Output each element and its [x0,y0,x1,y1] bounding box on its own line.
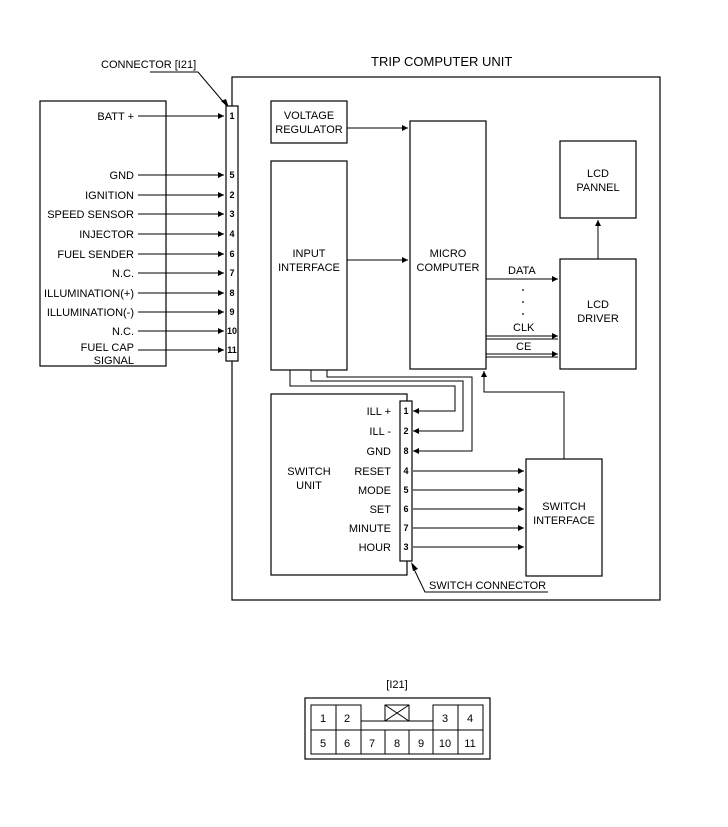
unit-title: TRIP COMPUTER UNIT [371,54,512,69]
signal-label: GND [110,170,135,182]
lcd-pannel-label: LCD [587,168,609,180]
pin-number: 4 [403,466,408,476]
pinout-pin: 1 [320,713,326,725]
voltage-regulator-block [270,100,348,144]
lcd-pannel-block [559,140,637,219]
pin-number: 4 [229,229,234,239]
voltage-regulator-label: VOLTAGE [284,110,334,122]
pin-number: 6 [403,504,408,514]
signal-label: N.C. [112,268,134,280]
switch-connector-leader [412,566,548,593]
signal-label: ILLUMINATION(-) [47,307,134,319]
switch-signal-lines [413,468,524,550]
pin-number: 6 [229,249,234,259]
pin-number: 1 [229,111,234,121]
left-signal-lines [138,113,224,353]
bus-label-ce: CE [516,341,531,353]
switch-interface-to-micro-line [481,371,565,459]
pin-number: 9 [229,307,234,317]
micro-computer-block [409,120,487,370]
bus-ellipsis [522,289,524,315]
switch-connector-pins: 1 2 8 4 5 6 7 3 [403,406,408,552]
bus-label-clk: CLK [513,322,535,334]
signal-label: ILLUMINATION(+) [44,288,134,300]
signal-label: FUEL CAP [81,342,134,354]
pinout-cell-dividers [335,705,459,754]
switch-interface-label: INTERFACE [533,515,595,527]
pinout-pin: 11 [464,738,475,750]
signal-label: N.C. [112,326,134,338]
pin-number: 5 [403,485,408,495]
signal-label: INJECTOR [79,229,134,241]
input-interface-label: INTERFACE [278,262,340,274]
pinout-inner-frame [310,704,484,755]
switch-signal-label: MODE [358,485,391,497]
lcd-driver-label: LCD [587,299,609,311]
pinout-title: [I21] [386,679,407,691]
signal-label: BATT + [97,111,134,123]
connector-label-leader [150,71,227,106]
pin-number: 5 [229,170,234,180]
switch-connector-label: SWITCH CONNECTOR [429,580,546,592]
connector-i21-strip [225,105,239,362]
pinout-pin: 10 [439,738,451,750]
pin-number: 3 [403,542,408,552]
signal-label: IGNITION [85,190,134,202]
micro-computer-label: COMPUTER [417,262,480,274]
pinout-pin: 6 [344,738,350,750]
switch-interface-label: SWITCH [542,501,585,513]
signal-label: SPEED SENSOR [47,209,134,221]
switch-signal-label: ILL + [367,406,391,418]
switch-signal-label: RESET [354,466,391,478]
switch-signal-label: SET [370,504,392,516]
lcd-pannel-label: PANNEL [576,182,619,194]
switch-signal-label: MINUTE [349,523,391,535]
pinout-pin: 8 [394,738,400,750]
pinout-bottom-numbers: 5 6 7 8 9 10 11 [320,738,476,750]
lcd-driver-label: DRIVER [577,313,619,325]
switch-signal-label: ILL - [369,426,391,438]
switch-signal-label: GND [367,446,392,458]
pinout-pin: 4 [467,713,473,725]
switch-signal-label: HOUR [359,542,391,554]
pin-number: 3 [229,209,234,219]
connector-i21-label: CONNECTOR [I21] [101,59,196,71]
signal-label: FUEL SENDER [57,249,134,261]
pinout-lock-mark [384,704,410,722]
input-interface-block [270,160,348,371]
connector-i21-pins: 1 5 2 3 4 6 7 8 9 10 11 [227,111,237,355]
switch-connector-arrowhead [411,562,418,571]
pinout-top-numbers: 1 2 3 4 [320,713,473,725]
pinout-outer-frame [304,697,491,760]
switch-unit-label: SWITCH [287,466,330,478]
pinout-pin: 5 [320,738,326,750]
switch-connector-strip [399,400,413,562]
pin-number: 11 [227,345,237,355]
pin-number: 1 [403,406,408,416]
pinout-pin: 9 [418,738,424,750]
illumination-gnd-routes [289,370,473,454]
input-interface-label: INPUT [293,248,326,260]
switch-unit-label: UNIT [296,480,322,492]
pin-number: 8 [403,446,408,456]
signal-label-extra: SIGNAL [94,355,134,367]
pin-number: 8 [229,288,234,298]
pin-number: 7 [403,523,408,533]
micro-driver-bus [486,276,558,358]
voltage-regulator-label: REGULATOR [275,124,342,136]
trip-computer-unit-box [231,76,661,601]
pinout-pin: 3 [442,713,448,725]
pin-number: 2 [403,426,408,436]
pinout-pin: 2 [344,713,350,725]
micro-computer-label: MICRO [430,248,467,260]
bus-label-data: DATA [508,265,536,277]
pin-number: 2 [229,190,234,200]
left-signal-labels: BATT + GND IGNITION SPEED SENSOR INJECTO… [44,111,134,367]
pinout-pin: 7 [369,738,375,750]
pin-number: 10 [227,326,237,336]
switch-signal-labels: ILL + ILL - GND RESET MODE SET MINUTE HO… [349,406,392,554]
pin-number: 7 [229,268,234,278]
